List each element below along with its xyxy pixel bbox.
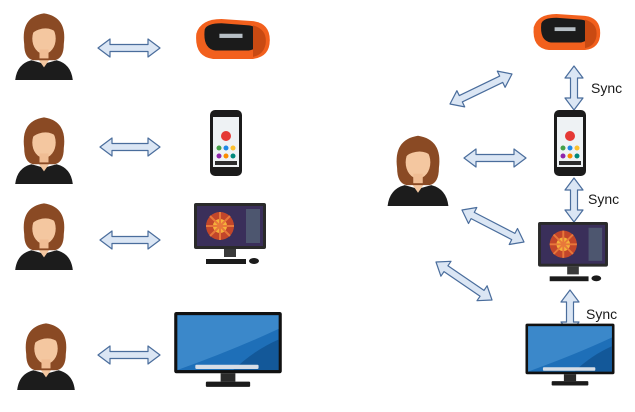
smartphone-icon bbox=[210, 110, 242, 176]
hub-arrow-monitor bbox=[435, 260, 493, 302]
hub-arrow-watch bbox=[449, 70, 513, 108]
row-2-arrow bbox=[99, 137, 161, 157]
user-icon bbox=[15, 13, 73, 80]
row-3-arrow bbox=[99, 230, 161, 250]
sync-label-2: Sync bbox=[588, 191, 620, 207]
smartwatch-icon bbox=[533, 13, 601, 51]
user-icon bbox=[15, 203, 73, 270]
smartwatch-icon bbox=[196, 19, 270, 59]
row-1-arrow bbox=[97, 38, 161, 58]
row-4-arrow bbox=[97, 345, 161, 365]
sync-label-1: Sync bbox=[591, 80, 623, 96]
user-icon bbox=[387, 135, 449, 206]
hub-arrow-phone bbox=[463, 148, 527, 168]
node-layer bbox=[15, 13, 615, 390]
large-monitor-icon bbox=[525, 323, 615, 386]
sync-arrow-2 bbox=[564, 177, 584, 223]
arrow-layer bbox=[97, 38, 584, 365]
large-monitor-icon bbox=[174, 312, 282, 387]
hub-arrow-desktop bbox=[461, 206, 525, 246]
sync-arrow-1 bbox=[564, 65, 584, 111]
smartphone-icon bbox=[554, 110, 586, 176]
desktop-computer-icon bbox=[192, 201, 268, 266]
user-icon bbox=[15, 117, 73, 184]
sync-label-3: Sync bbox=[586, 306, 618, 322]
user-icon bbox=[17, 323, 75, 390]
desktop-computer-icon bbox=[537, 220, 609, 283]
